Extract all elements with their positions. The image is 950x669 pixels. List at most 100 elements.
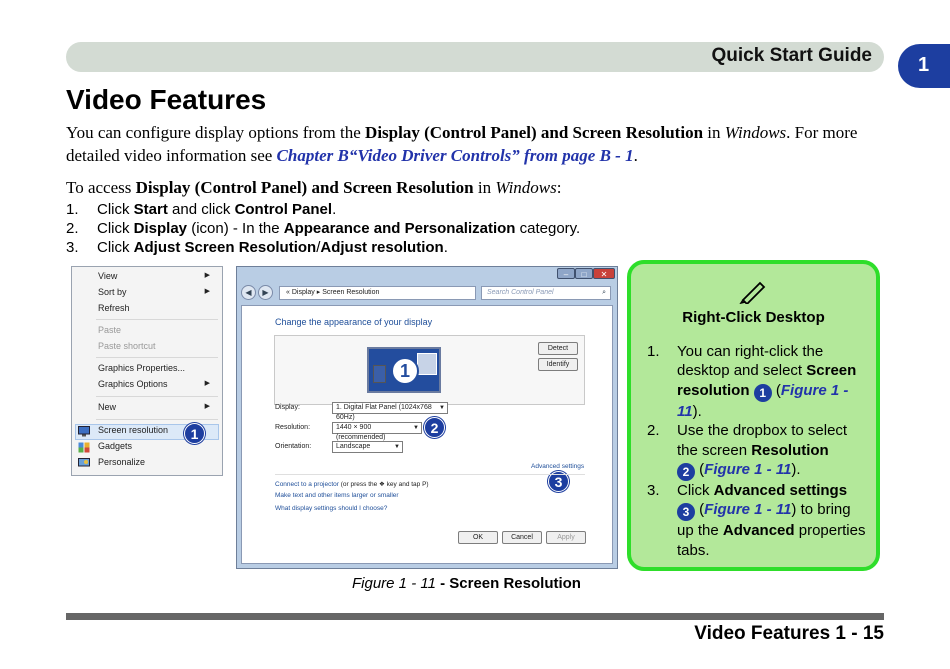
step-text: Click xyxy=(97,201,134,218)
resolution-value: 1440 × 900 (recommended) xyxy=(336,424,386,441)
note-item: 2.Use the dropbox to select the screen R… xyxy=(647,421,869,482)
resolution-select[interactable]: 1440 × 900 (recommended) ▼ xyxy=(332,422,422,441)
chapter-link[interactable]: Chapter B“Video Driver Controls” from pa… xyxy=(276,146,634,165)
projector-link[interactable]: Connect to a projector xyxy=(275,481,339,488)
projector-line: Connect to a projector (or press the ❖ k… xyxy=(275,480,429,488)
note-badge: 3 xyxy=(677,503,695,522)
intro-text: . xyxy=(633,146,638,165)
address-bar-row: ◀ ▶ « Display ▸ Screen Resolution Search… xyxy=(241,285,615,301)
note-text: ( xyxy=(695,501,705,519)
note-bold: Resolution xyxy=(751,441,829,459)
page-title: Video Features xyxy=(66,84,267,115)
text-size-link[interactable]: Make text and other items larger or smal… xyxy=(275,492,399,499)
header-title: Quick Start Guide xyxy=(711,45,872,66)
note-text: ( xyxy=(695,461,705,479)
menu-item-label: Gadgets xyxy=(98,441,133,451)
step-text: category. xyxy=(515,220,581,237)
menu-highlight xyxy=(75,424,219,440)
note-bold: Screen resolution xyxy=(677,362,857,399)
cancel-button[interactable]: Cancel xyxy=(502,531,542,544)
callout-badge-2: 2 xyxy=(424,417,445,438)
orientation-select[interactable]: Landscape▼ xyxy=(332,441,403,453)
note-badge: 2 xyxy=(677,463,695,482)
access-italic: Windows xyxy=(495,178,557,197)
monitor-preview-area: 1 Detect Identify xyxy=(274,335,585,405)
address-bar[interactable]: « Display ▸ Screen Resolution xyxy=(279,286,476,300)
note-number: 2. xyxy=(647,422,660,440)
step-item: 2.Click Display (icon) - In the Appearan… xyxy=(66,219,580,238)
window-content: Change the appearance of your display 1 … xyxy=(241,305,613,564)
identify-button[interactable]: Identify xyxy=(538,358,578,371)
step-bold: Display xyxy=(133,220,188,237)
step-number: 2. xyxy=(66,220,79,237)
note-item: 1.You can right-click the desktop and se… xyxy=(647,342,869,421)
step-number: 1. xyxy=(66,201,79,218)
chapter-tab: 1 xyxy=(898,44,950,88)
note-bold: Advanced settings xyxy=(713,482,848,500)
menu-item-new[interactable]: New▶ xyxy=(98,402,218,416)
note-text: properties tabs. xyxy=(677,522,866,559)
ok-button[interactable]: OK xyxy=(458,531,498,544)
display-select[interactable]: 1. Digital Flat Panel (1024x768 60Hz)▼ xyxy=(332,402,448,421)
note-text: Click xyxy=(677,482,714,500)
menu-item-sort-by[interactable]: Sort by▶ xyxy=(98,287,218,301)
chevron-down-icon: ▼ xyxy=(439,405,445,411)
forward-arrow-icon[interactable]: ▶ xyxy=(258,285,273,300)
note-bold: Advanced xyxy=(722,522,795,540)
menu-item-label: Graphics Properties... xyxy=(98,363,186,373)
menu-item-paste[interactable]: Paste xyxy=(98,325,121,339)
menu-item-screen-resolution[interactable]: Screen resolution xyxy=(98,425,168,439)
screen-resolution-window: – □ ✕ ◀ ▶ « Display ▸ Screen Resolution … xyxy=(236,266,618,569)
step-text: and click xyxy=(167,201,235,218)
step-item: 1.Click Start and click Control Panel. xyxy=(66,200,580,219)
orientation-label: Orientation: xyxy=(275,443,312,450)
menu-item-graphics-properties[interactable]: Graphics Properties... xyxy=(98,363,185,377)
search-placeholder: Search Control Panel xyxy=(487,289,554,296)
menu-divider xyxy=(96,396,218,397)
chevron-down-icon: ▼ xyxy=(413,425,419,431)
search-input[interactable]: Search Control Panel⌕ xyxy=(481,286,611,300)
note-title: Right-Click Desktop xyxy=(682,309,825,326)
menu-item-refresh[interactable]: Refresh xyxy=(98,303,130,317)
footer-page-label: Video Features 1 - 15 xyxy=(694,623,884,644)
menu-item-personalize[interactable]: Personalize xyxy=(98,457,145,471)
intro-text: You can configure display options from t… xyxy=(66,123,366,142)
step-text: Click xyxy=(97,239,134,256)
menu-divider xyxy=(96,419,218,420)
note-number: 3. xyxy=(647,482,660,500)
figure-reference: Figure 1 - 11 xyxy=(704,501,792,519)
figure-title: - Screen Resolution xyxy=(435,575,581,592)
address-text: « Display ▸ Screen Resolution xyxy=(286,289,380,296)
monitor-1-preview[interactable]: 1 xyxy=(367,347,441,393)
access-text: : xyxy=(556,178,562,197)
footer-rule xyxy=(66,613,884,620)
figure-reference: Figure 1 - 11 xyxy=(704,461,792,479)
apply-button[interactable]: Apply xyxy=(546,531,586,544)
detect-button[interactable]: Detect xyxy=(538,342,578,355)
minimize-button[interactable]: – xyxy=(557,268,575,279)
back-arrow-icon[interactable]: ◀ xyxy=(241,285,256,300)
menu-item-paste-shortcut[interactable]: Paste shortcut xyxy=(98,341,156,355)
intro-text: . For more detailed video information se… xyxy=(66,123,858,165)
window-titlebar: – □ ✕ xyxy=(237,267,617,281)
menu-item-view[interactable]: View▶ xyxy=(98,271,218,285)
display-settings-help-link[interactable]: What display settings should I choose? xyxy=(275,505,388,512)
menu-item-label: Paste xyxy=(98,325,122,335)
figure-caption: Figure 1 - 11 - Screen Resolution xyxy=(352,575,581,592)
advanced-settings-link[interactable]: Advanced settings xyxy=(531,463,585,470)
note-list: 1.You can right-click the desktop and se… xyxy=(647,342,869,560)
gadgets-icon xyxy=(78,442,90,453)
close-button[interactable]: ✕ xyxy=(593,268,615,279)
menu-item-label: Refresh xyxy=(98,303,130,313)
intro-text: in xyxy=(703,123,725,142)
menu-item-gadgets[interactable]: Gadgets xyxy=(98,441,132,455)
step-text: Click xyxy=(97,220,134,237)
window-heading: Change the appearance of your display xyxy=(275,317,433,327)
access-text: To access xyxy=(66,178,136,197)
maximize-button[interactable]: □ xyxy=(575,268,593,279)
note-item: 3. Click Advanced settings 3 (Figure 1 - 1… xyxy=(647,481,869,560)
menu-item-graphics-options[interactable]: Graphics Options▶ xyxy=(98,379,218,393)
steps-list: 1.Click Start and click Control Panel. 2… xyxy=(66,200,580,257)
step-text: / xyxy=(316,239,321,256)
note-text: ( xyxy=(775,381,781,399)
